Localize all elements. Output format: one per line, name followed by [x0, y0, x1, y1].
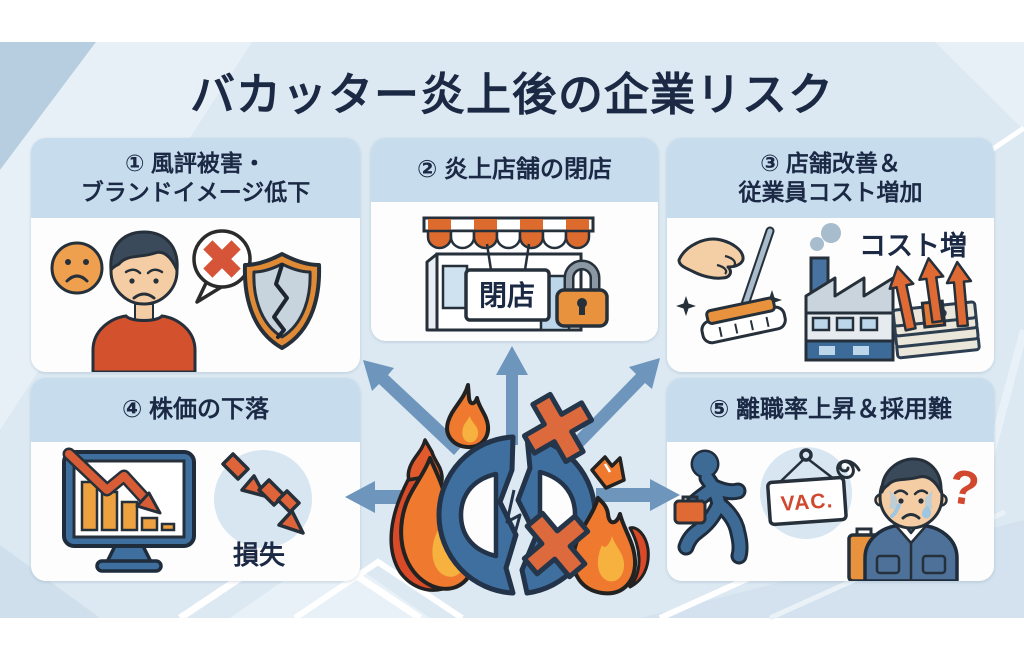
- risk-card-5-header: ⑤ 離職率上昇＆採用難: [667, 378, 994, 442]
- cost-increase-label: コスト増: [859, 230, 967, 261]
- center-illustration: [330, 330, 700, 625]
- frustration-squiggle-icon: [836, 459, 861, 479]
- risk-card-1: ① 風評被害・ ブランドイメージ低下: [31, 138, 360, 372]
- risk-card-1-illustration: [31, 218, 360, 372]
- risk-card-2-header: ② 炎上店舗の閉店: [371, 138, 658, 202]
- rising-cost-arrows-icon: [888, 257, 973, 332]
- risk-card-4-header: ④ 株価の下落: [31, 378, 360, 442]
- risk-card-3-header: ③ 店舗改善＆ 従業員コスト増加: [667, 138, 994, 218]
- running-employee-icon: [673, 449, 749, 565]
- risk-card-5: ⑤ 離職率上昇＆採用難: [667, 378, 994, 581]
- loss-label: 損失: [233, 540, 286, 570]
- cleaning-hand-mop-icon: [677, 226, 787, 345]
- impact-arrows-icon: [345, 346, 680, 513]
- risk-card-4-illustration: 損失: [31, 442, 360, 581]
- closed-sign-label: 閉店: [479, 280, 535, 311]
- fire-flame-icon: [571, 455, 650, 596]
- upset-person-icon: [91, 230, 197, 372]
- broken-shield-icon: [242, 252, 322, 350]
- risk-card-4: ④ 株価の下落: [31, 378, 360, 581]
- risk-card-1-header: ① 風評被害・ ブランドイメージ低下: [31, 138, 360, 218]
- factory-icon: [804, 223, 895, 362]
- padlock-icon: [555, 259, 609, 328]
- vacancy-sign-label: VAC.: [780, 489, 834, 516]
- sad-face-icon: [50, 241, 104, 295]
- broken-loss-arrows-icon: [214, 450, 312, 548]
- risk-card-5-illustration: VAC.: [667, 442, 994, 581]
- vacancy-sign-icon: VAC.: [760, 447, 852, 539]
- x-mark-icon: [521, 391, 595, 580]
- stock-decline-monitor-icon: [62, 447, 196, 573]
- x-speech-bubble-icon: [192, 229, 252, 304]
- question-mark-icon: ?: [946, 460, 982, 517]
- risk-card-2: ② 炎上店舗の閉店: [371, 138, 658, 341]
- risk-card-2-illustration: 閉店: [371, 202, 658, 341]
- page-title: バカッター炎上後の企業リスク: [189, 69, 834, 120]
- risk-card-3-illustration: コスト増: [667, 218, 994, 372]
- awning-icon: [422, 216, 595, 250]
- crying-worker-icon: [847, 457, 959, 581]
- risk-card-3: ③ 店舗改善＆ 従業員コスト増加: [667, 138, 994, 372]
